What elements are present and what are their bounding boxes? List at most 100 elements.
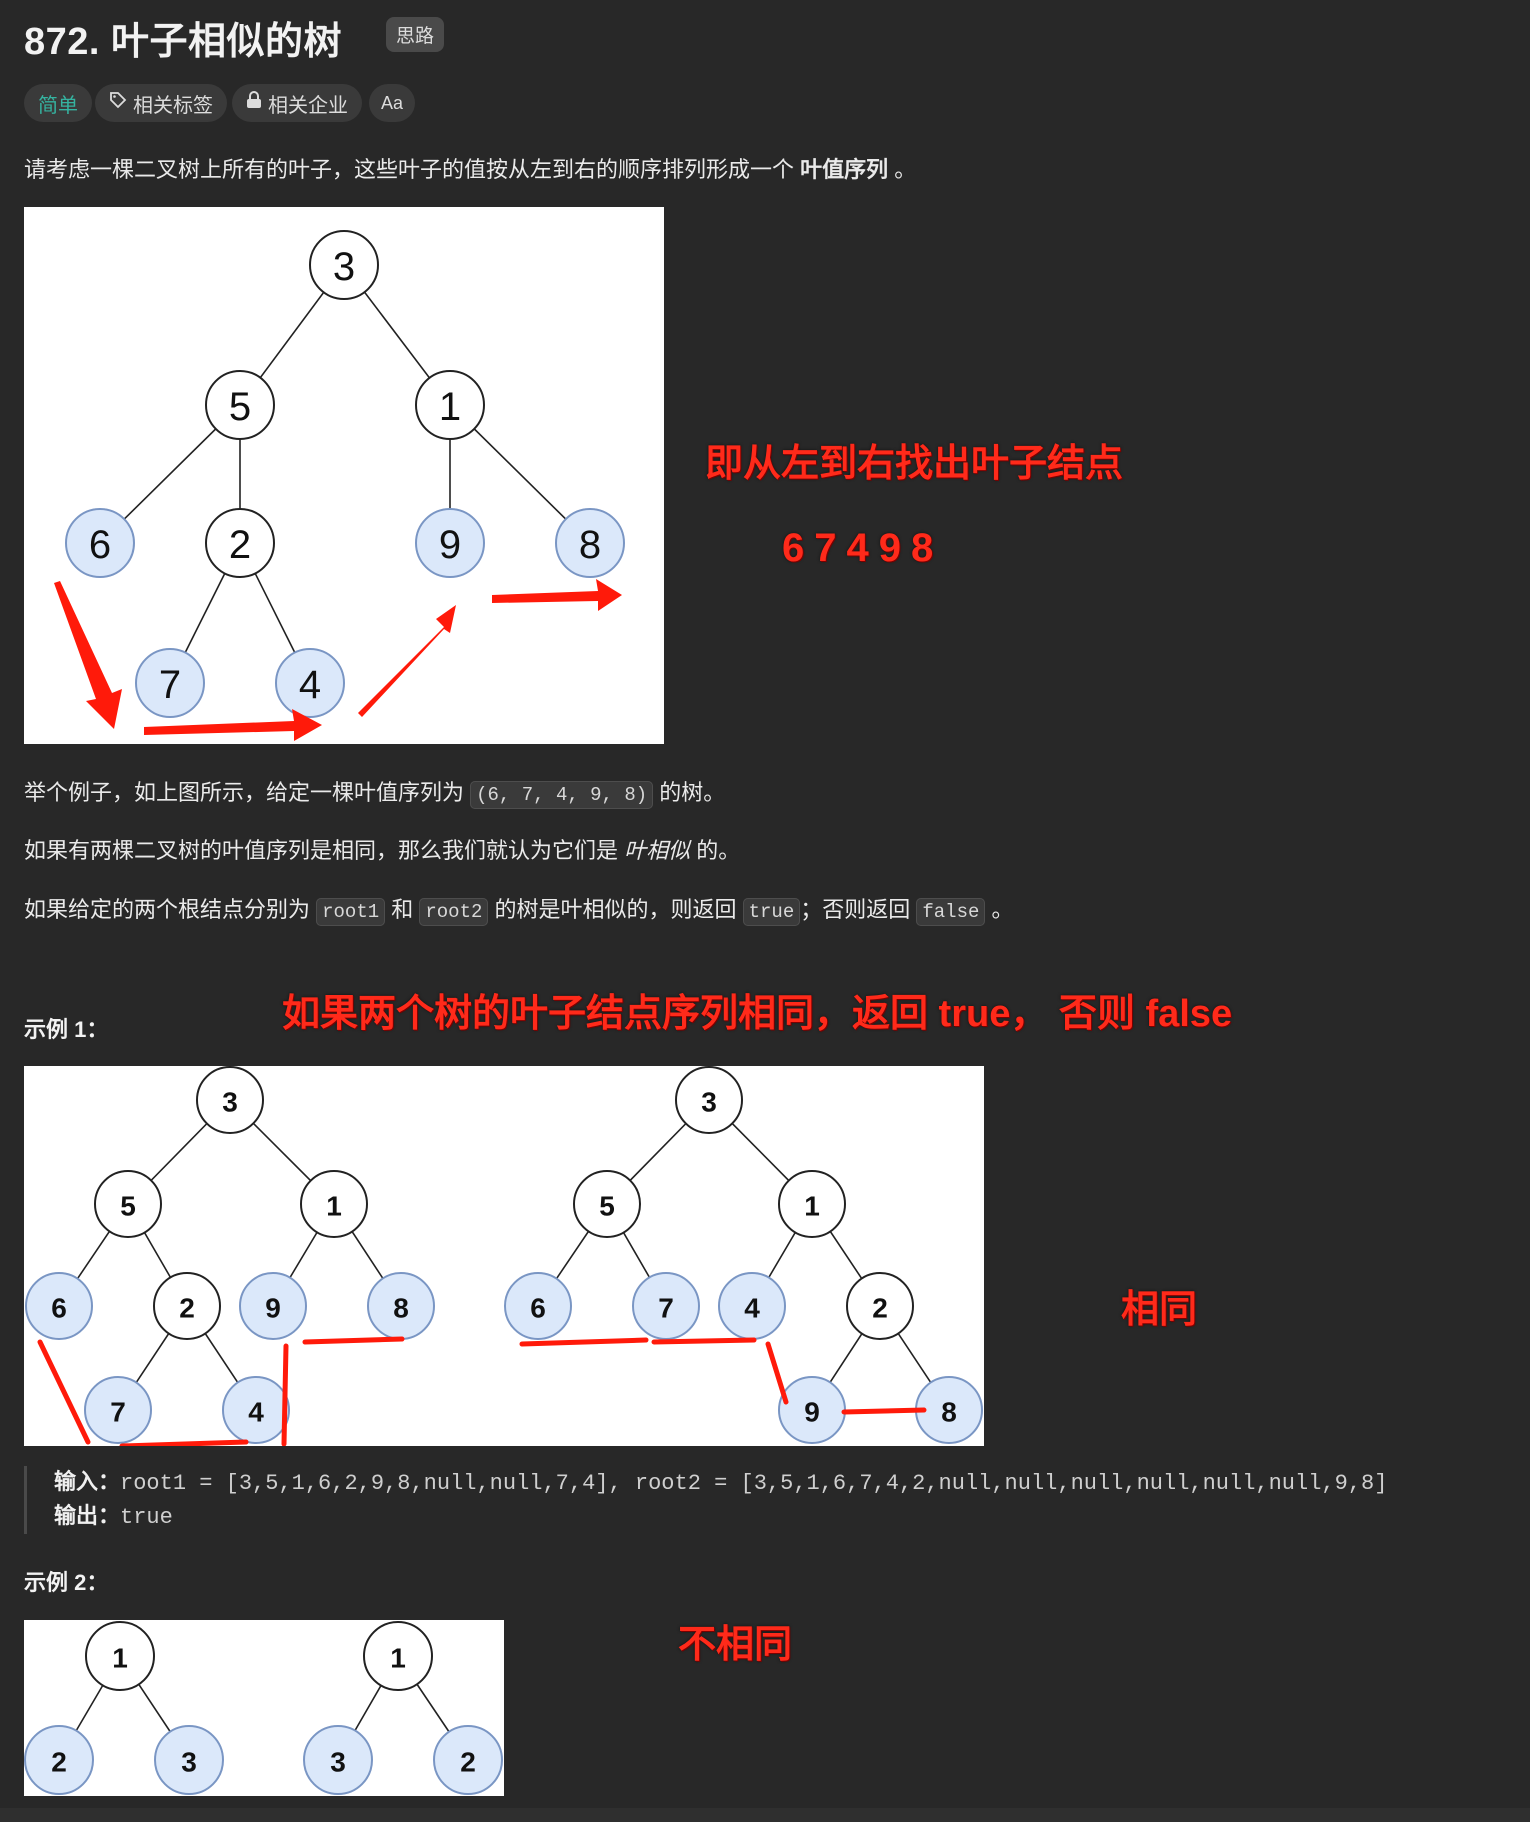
leaf-node: 6 xyxy=(65,508,135,578)
node-label: 8 xyxy=(579,523,601,567)
node-label: 5 xyxy=(599,1191,615,1222)
problem-title: 872. 叶子相似的树 xyxy=(24,21,343,63)
input-value: root1 = [3,5,1,6,2,9,8,null,null,7,4], r… xyxy=(120,1471,1388,1496)
example-2-svg: 1 2 3 1 3 2 xyxy=(24,1621,503,1795)
red-arrows xyxy=(54,579,622,741)
font-size-button[interactable]: Aa xyxy=(369,84,415,122)
node-label: 5 xyxy=(229,385,251,429)
node-label: 6 xyxy=(530,1293,546,1324)
paragraph-text: 的树。 xyxy=(653,780,726,805)
node-label: 3 xyxy=(333,245,355,289)
tag-icon xyxy=(109,91,127,115)
difficulty-tag[interactable]: 简单 xyxy=(24,84,92,122)
leaf-node: 4 xyxy=(222,1376,290,1444)
node-label: 4 xyxy=(299,663,321,707)
tree-node: 5 xyxy=(573,1170,641,1238)
node-label: 7 xyxy=(658,1293,674,1324)
leaf-node: 4 xyxy=(275,648,345,718)
paragraph-text: 。 xyxy=(985,897,1014,922)
node-label: 8 xyxy=(393,1293,409,1324)
tree-node: 1 xyxy=(778,1170,846,1238)
leaf-similar-term: 叶相似 xyxy=(624,838,691,863)
tree-node: 1 xyxy=(300,1170,368,1238)
node-label: 3 xyxy=(330,1747,346,1778)
leaf-node: 8 xyxy=(555,508,625,578)
inline-code: root1 xyxy=(316,898,386,926)
main-tree-figure: 3 5 1 6 2 9 8 7 4 xyxy=(24,207,664,744)
leaf-node: 6 xyxy=(25,1272,93,1340)
leaf-node: 7 xyxy=(632,1272,700,1340)
paragraph-text: ；否则返回 xyxy=(800,897,917,922)
tree-node: 2 xyxy=(205,508,275,578)
paragraph-text: 的。 xyxy=(690,838,741,863)
node-label: 2 xyxy=(51,1747,67,1778)
related-companies-button[interactable]: 相关企业 xyxy=(232,84,362,122)
node-label: 2 xyxy=(460,1747,476,1778)
paragraph-text: 的树是叶相似的，则返回 xyxy=(488,897,743,922)
tree-node: 2 xyxy=(153,1272,221,1340)
difficulty-label: 简单 xyxy=(38,94,78,117)
tree-node: 3 xyxy=(675,1066,743,1134)
paragraph-text: 。 xyxy=(888,157,917,182)
node-label: 2 xyxy=(872,1293,888,1324)
related-tags-label: 相关标签 xyxy=(133,94,213,117)
paragraph-text: 举个例子，如上图所示，给定一棵叶值序列为 xyxy=(24,780,471,805)
tree-node: 1 xyxy=(415,370,485,440)
node-label: 7 xyxy=(159,663,181,707)
node-label: 6 xyxy=(89,523,111,567)
leaf-node: 9 xyxy=(239,1272,307,1340)
red-leaf-links xyxy=(37,1336,927,1449)
leaf-node: 7 xyxy=(84,1376,152,1444)
output-label: 输出： xyxy=(54,1503,121,1528)
example-1-svg: 3 5 1 6 2 9 8 7 4 3 5 1 6 7 4 2 9 8 xyxy=(25,1066,983,1449)
description-paragraph-4: 如果给定的两个根结点分别为 root1 和 root2 的树是叶相似的，则返回 … xyxy=(24,892,1014,926)
node-label: 1 xyxy=(439,385,461,429)
node-label: 9 xyxy=(804,1397,820,1428)
tree-node: 3 xyxy=(196,1066,264,1134)
leaf-node: 6 xyxy=(504,1272,572,1340)
description-paragraph-2: 举个例子，如上图所示，给定一棵叶值序列为 (6, 7, 4, 9, 8) 的树。 xyxy=(24,775,726,809)
tree-node: 1 xyxy=(363,1621,433,1691)
inline-code: true xyxy=(742,898,801,926)
example-2-heading: 示例 2： xyxy=(24,1570,109,1595)
leaf-node: 3 xyxy=(154,1725,224,1795)
related-companies-label: 相关企业 xyxy=(268,94,348,117)
tree-node: 2 xyxy=(846,1272,914,1340)
node-label: 8 xyxy=(941,1397,957,1428)
paragraph-text: 请考虑一棵二叉树上所有的叶子，这些叶子的值按从左到右的顺序排列形成一个 xyxy=(24,157,801,182)
node-label: 1 xyxy=(326,1191,342,1222)
bottom-toolbar xyxy=(0,1808,1530,1822)
leaf-sequence-term: 叶值序列 xyxy=(800,157,889,182)
node-label: 2 xyxy=(229,523,251,567)
leaf-node: 2 xyxy=(24,1725,94,1795)
annotation-leaf-sequence: 67498 xyxy=(782,526,944,570)
paragraph-text: 如果给定的两个根结点分别为 xyxy=(24,897,317,922)
hint-badge[interactable]: 思路 xyxy=(386,17,445,52)
inline-code: false xyxy=(916,898,986,926)
node-label: 3 xyxy=(222,1087,238,1118)
input-label: 输入： xyxy=(54,1469,121,1494)
example-1-figure: 3 5 1 6 2 9 8 7 4 3 5 1 6 7 4 2 9 8 xyxy=(24,1066,984,1449)
node-label: 6 xyxy=(51,1293,67,1324)
leaf-node: 9 xyxy=(415,508,485,578)
node-label: 7 xyxy=(110,1397,126,1428)
description-paragraph-3: 如果有两棵二叉树的叶值序列是相同，那么我们就认为它们是 叶相似 的。 xyxy=(24,833,740,865)
related-tags-button[interactable]: 相关标签 xyxy=(95,84,227,122)
leaf-node: 4 xyxy=(718,1272,786,1340)
node-label: 9 xyxy=(265,1293,281,1324)
tree-node: 5 xyxy=(94,1170,162,1238)
node-label: 4 xyxy=(248,1397,264,1428)
output-value: true xyxy=(120,1505,173,1530)
node-label: 9 xyxy=(439,523,461,567)
description-paragraph-1: 请考虑一棵二叉树上所有的叶子，这些叶子的值按从左到右的顺序排列形成一个 叶值序列… xyxy=(24,152,916,184)
example-2-figure: 1 2 3 1 3 2 xyxy=(24,1620,504,1796)
node-label: 1 xyxy=(804,1191,820,1222)
node-label: 1 xyxy=(112,1643,128,1674)
annotation-same: 相同 xyxy=(1121,1289,1198,1331)
inline-code: root2 xyxy=(419,898,489,926)
leaf-node: 2 xyxy=(433,1725,503,1795)
node-label: 2 xyxy=(179,1293,195,1324)
node-label: 4 xyxy=(744,1293,760,1324)
example-1-input-line: 输入：root1 = [3,5,1,6,2,9,8,null,null,7,4]… xyxy=(54,1466,1387,1500)
lock-icon xyxy=(246,91,262,115)
